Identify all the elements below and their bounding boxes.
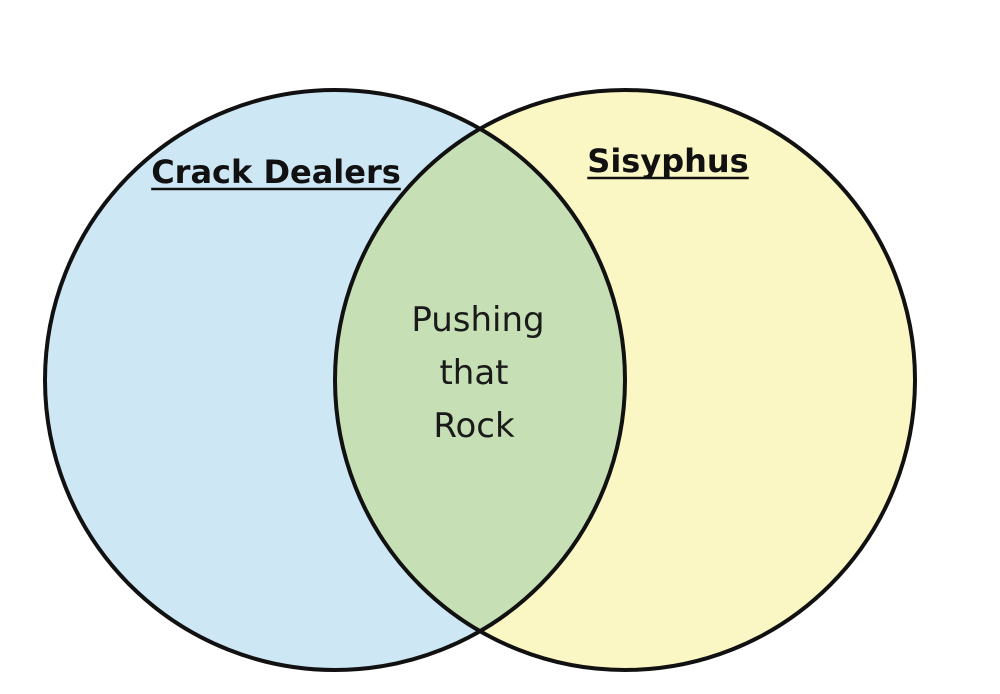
left-set-label: Crack Dealers [151, 153, 401, 191]
right-set-label: Sisyphus [587, 142, 748, 180]
intersection-label-line-1: Pushing [411, 300, 544, 340]
intersection-region [335, 90, 625, 670]
left-set-outline [43, 88, 627, 672]
right-set-outline [333, 88, 917, 672]
intersection-label-line-3: Rock [433, 406, 515, 446]
intersection-label-line-2: that [439, 353, 508, 393]
